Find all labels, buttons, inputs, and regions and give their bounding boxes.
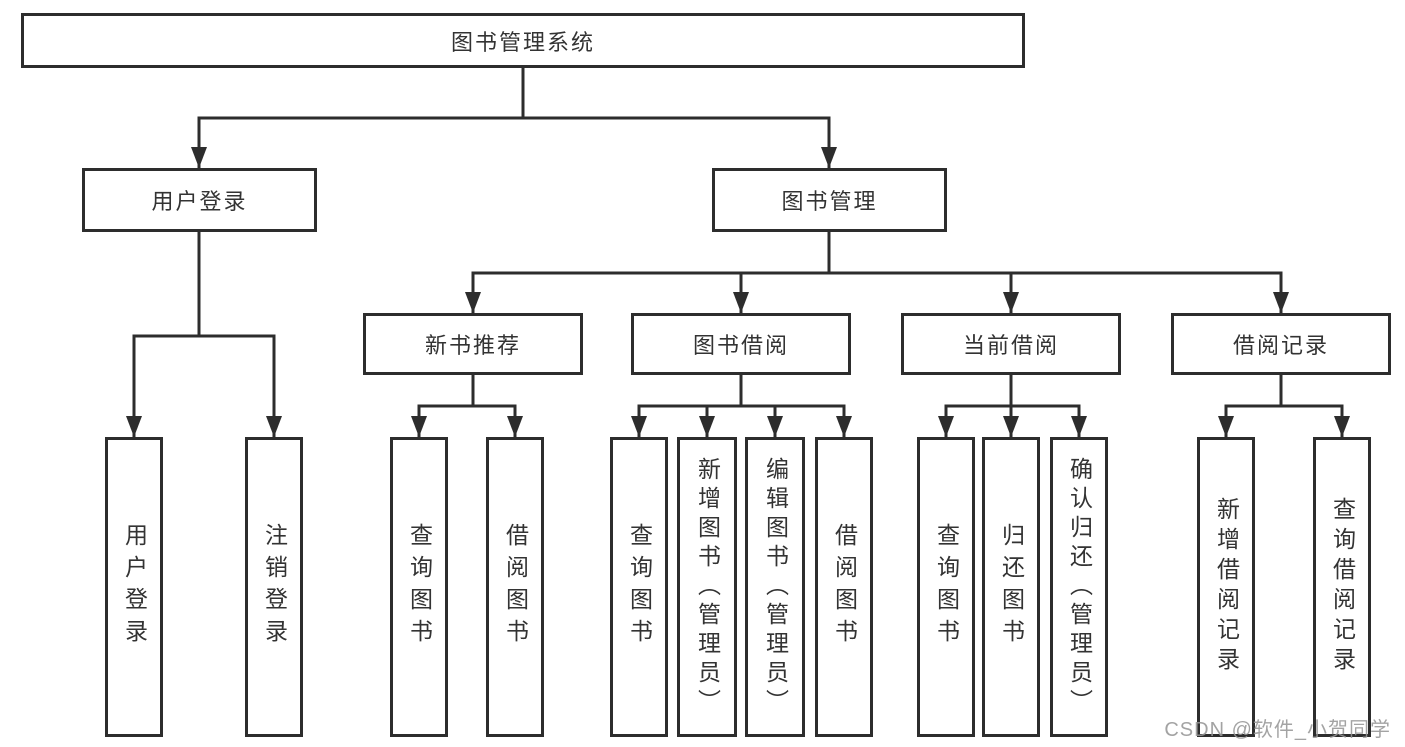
leaf-label: 查询图书: [626, 523, 653, 651]
leaf-label: 查询图书: [406, 523, 433, 651]
leaf-query-books-borrowing: 查询图书: [610, 437, 668, 737]
watermark: CSDN @软件_小贺同学: [1164, 719, 1391, 741]
leaf-return-books: 归还图书: [982, 437, 1040, 737]
node-label: 用户登录: [151, 189, 248, 214]
node-new-book-recommend: 新书推荐: [363, 313, 583, 375]
leaf-query-books-current: 查询图书: [917, 437, 975, 737]
leaf-label: 注销登录: [261, 523, 288, 651]
leaf-label: 借阅图书: [831, 523, 858, 651]
node-label: 借阅记录: [1232, 333, 1329, 358]
leaf-borrow-books-recommend: 借阅图书: [486, 437, 544, 737]
node-label: 当前借阅: [962, 333, 1059, 358]
leaf-add-borrow-record: 新增借阅记录: [1197, 437, 1255, 737]
leaf-label: 确认归还（管理员）: [1066, 456, 1093, 718]
node-label: 图书管理: [781, 189, 878, 214]
node-borrowing-records: 借阅记录: [1171, 313, 1391, 375]
leaf-borrow-books: 借阅图书: [815, 437, 873, 737]
leaf-label: 查询借阅记录: [1329, 497, 1356, 677]
leaf-add-books-admin: 新增图书（管理员）: [677, 437, 737, 737]
node-label: 图书借阅: [692, 333, 789, 358]
node-label: 新书推荐: [424, 333, 521, 358]
node-book-management: 图书管理: [712, 168, 947, 232]
leaf-query-books-recommend: 查询图书: [390, 437, 448, 737]
leaf-label: 新增图书（管理员）: [694, 456, 721, 718]
leaf-user-login: 用户登录: [105, 437, 163, 737]
node-library-system: 图书管理系统: [21, 13, 1025, 68]
leaf-query-borrow-record: 查询借阅记录: [1313, 437, 1371, 737]
leaf-edit-books-admin: 编辑图书（管理员）: [745, 437, 805, 737]
leaf-label: 借阅图书: [502, 523, 529, 651]
leaf-label: 用户登录: [121, 523, 148, 651]
leaf-label: 编辑图书（管理员）: [762, 456, 789, 718]
node-book-borrowing: 图书借阅: [631, 313, 851, 375]
leaf-label: 查询图书: [933, 523, 960, 651]
leaf-confirm-return-admin: 确认归还（管理员）: [1050, 437, 1108, 737]
leaf-label: 新增借阅记录: [1213, 497, 1240, 677]
leaf-label: 归还图书: [998, 523, 1025, 651]
node-current-borrowing: 当前借阅: [901, 313, 1121, 375]
node-user-login: 用户登录: [82, 168, 317, 232]
leaf-logout: 注销登录: [245, 437, 303, 737]
node-label: 图书管理系统: [450, 29, 595, 55]
